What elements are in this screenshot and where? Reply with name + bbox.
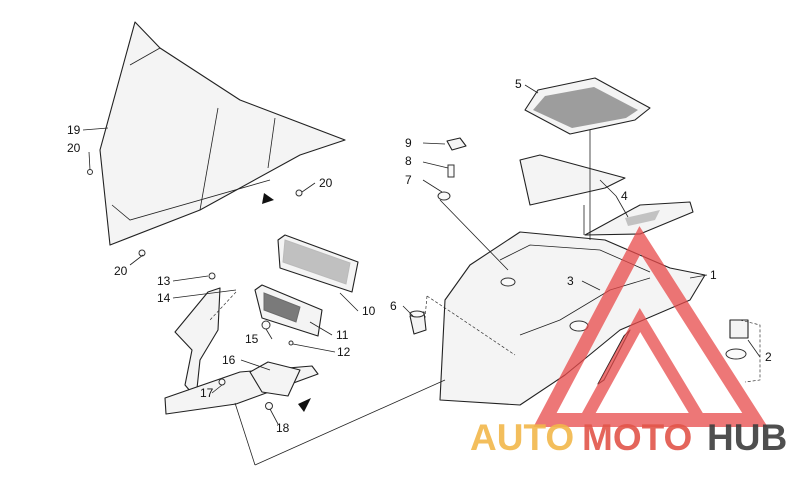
storage-net [524, 77, 651, 135]
watermark-moto: MOTO [582, 417, 692, 458]
nut-7 [437, 191, 451, 201]
callout-20-right: 20 [319, 176, 333, 190]
bolt-18 [265, 402, 273, 410]
callout-8: 8 [405, 154, 412, 168]
callout-4: 4 [621, 189, 628, 203]
gauge-bracket [254, 284, 323, 337]
mount-bracket-lower [164, 361, 319, 415]
switch-8 [447, 164, 455, 178]
mount-bracket-upper [174, 287, 221, 399]
callout-18: 18 [276, 421, 290, 435]
instrument-gauge [277, 234, 359, 293]
callout-20-bottom: 20 [114, 264, 128, 278]
watermark-logo [533, 226, 768, 427]
callout-9: 9 [405, 136, 412, 150]
side-panel-upper [519, 154, 626, 206]
windshield [99, 21, 346, 246]
callout-10: 10 [362, 304, 376, 318]
callout-6: 6 [390, 299, 397, 313]
knob-6 [409, 310, 427, 335]
nut-13 [208, 272, 216, 280]
callout-20-top: 20 [67, 141, 81, 155]
watermark-auto: AUTO [470, 417, 574, 458]
callout-2: 2 [765, 350, 772, 364]
callout-12: 12 [337, 345, 351, 359]
windshield-screw-top [87, 169, 93, 175]
callout-19: 19 [67, 123, 81, 137]
dashed-guides [209, 291, 761, 383]
windshield-screw-bottom [138, 249, 146, 257]
callout-1: 1 [710, 268, 717, 282]
lamp-2 [725, 319, 749, 360]
washer-12 [288, 340, 294, 346]
callout-7: 7 [405, 173, 412, 187]
callout-14: 14 [157, 291, 171, 305]
windshield-screw-right [295, 189, 303, 197]
bolt-17 [218, 378, 226, 386]
callout-11: 11 [336, 328, 349, 342]
cap-9 [446, 137, 467, 151]
callout-17: 17 [200, 386, 214, 400]
callout-16: 16 [222, 353, 236, 367]
callout-13: 13 [157, 274, 171, 288]
bolt-15 [261, 320, 271, 330]
watermark-hub: HUB [707, 417, 787, 458]
callout-5: 5 [515, 77, 522, 91]
callout-15: 15 [245, 332, 259, 346]
side-panel-lower [584, 201, 694, 236]
arrow-marker-icon [262, 193, 274, 204]
callout-3: 3 [567, 274, 574, 288]
leader-lines [82, 84, 761, 466]
arrow-marker-icon [298, 398, 311, 412]
